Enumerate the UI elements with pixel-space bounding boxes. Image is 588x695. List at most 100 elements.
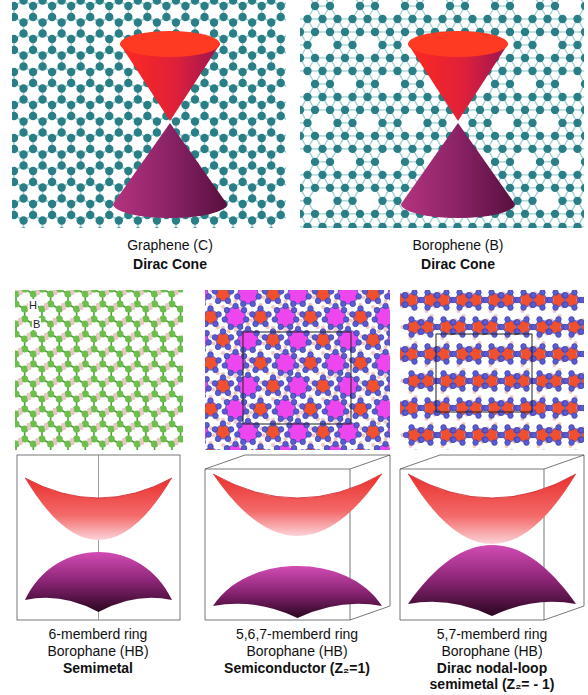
atom-dot (172, 227, 180, 228)
atom-dot (238, 211, 246, 219)
atom-dot (267, 216, 275, 224)
atom-dot (536, 2, 544, 10)
atom-dot (248, 84, 256, 92)
atom-dot (105, 112, 113, 120)
atom-dot (57, 227, 65, 228)
atom-dot (96, 29, 104, 37)
atom-dot (257, 35, 265, 43)
atom-dot (134, 18, 142, 26)
atom-dot (229, 0, 237, 5)
atom-dot (38, 0, 46, 5)
atom-dot (57, 95, 65, 103)
atom-dot (371, 54, 379, 62)
atom-dot (416, 2, 424, 10)
atom-dot (96, 117, 104, 125)
atom-dot (277, 112, 285, 120)
atom-dot (303, 67, 311, 75)
atom-dot (257, 134, 265, 142)
atom-dot (219, 13, 227, 21)
atom-dot (67, 68, 75, 76)
atom-dot (12, 167, 18, 175)
atom-dot (143, 134, 151, 142)
atom-dot (238, 101, 246, 109)
atom-dot (453, 15, 461, 23)
atom-dot (29, 200, 37, 208)
atom-dot (348, 15, 356, 23)
atom-dot (96, 0, 104, 5)
atom-dot (573, 41, 581, 49)
atom-dot (57, 18, 65, 26)
atom-dot (115, 51, 123, 59)
atom-dot (96, 227, 104, 228)
upper-cone-top (120, 31, 220, 57)
atom-dot (356, 2, 364, 10)
atom-dot (311, 54, 319, 62)
atom-dot (581, 28, 584, 36)
atom-dot (229, 95, 237, 103)
atom-dot (48, 178, 56, 186)
atom-dot (115, 216, 123, 224)
atom-dot (277, 46, 285, 54)
atom-dot (76, 128, 84, 136)
atom-dot (76, 216, 84, 224)
atom-dot (172, 117, 180, 125)
atom-dot (277, 134, 285, 142)
atom-dot (191, 216, 199, 224)
atom-dot (38, 95, 46, 103)
atom-dot (76, 117, 84, 125)
atom-dot (386, 28, 394, 36)
atom-dot (326, 28, 334, 36)
atom-dot (257, 2, 265, 10)
atom-dot (29, 46, 37, 54)
atom-dot (48, 200, 56, 208)
atom-dot (105, 46, 113, 54)
atom-dot (96, 150, 104, 158)
atom-dot (257, 68, 265, 76)
atom-dot (248, 227, 256, 228)
atom-dot (67, 145, 75, 153)
atom-dot (57, 150, 65, 158)
atom-dot (229, 84, 237, 92)
atom-dot (210, 216, 218, 224)
atom-dot (12, 46, 18, 54)
atom-dot (267, 51, 275, 59)
atom-dot (219, 211, 227, 219)
atom-dot (134, 0, 142, 5)
atom-dot (134, 216, 142, 224)
atom-dot (300, 28, 304, 36)
atom-dot (248, 0, 256, 5)
atom-dot (76, 150, 84, 158)
atom-dot (506, 54, 514, 62)
atom-dot (19, 161, 27, 169)
atom-dot (96, 84, 104, 92)
atom-dot (238, 200, 246, 208)
atom-dot (248, 183, 256, 191)
atom-dot (19, 117, 27, 125)
atom-dot (200, 13, 208, 21)
atom-dot (134, 117, 142, 125)
atom-dot (378, 15, 386, 23)
atom-dot (162, 2, 170, 10)
atom-dot (498, 15, 506, 23)
atom-dot (172, 18, 180, 26)
atom-dot (67, 167, 75, 175)
atom-dot (219, 167, 227, 175)
atom-dot (238, 145, 246, 153)
atom-dot (277, 145, 285, 153)
atom-dot (300, 54, 304, 62)
atom-dot (219, 134, 227, 142)
atom-dot (521, 54, 529, 62)
atom-dot (267, 150, 275, 158)
atom-dot (267, 29, 275, 37)
atom-dot (12, 35, 18, 43)
atom-dot (12, 13, 18, 21)
atom-dot (219, 145, 227, 153)
atom-dot (86, 178, 94, 186)
atom-dot (513, 67, 521, 75)
atom-dot (238, 178, 246, 186)
atom-dot (153, 227, 161, 228)
atom-dot (96, 161, 104, 169)
atom-dot (67, 178, 75, 186)
atom-dot (48, 2, 56, 10)
atom-dot (48, 167, 56, 175)
